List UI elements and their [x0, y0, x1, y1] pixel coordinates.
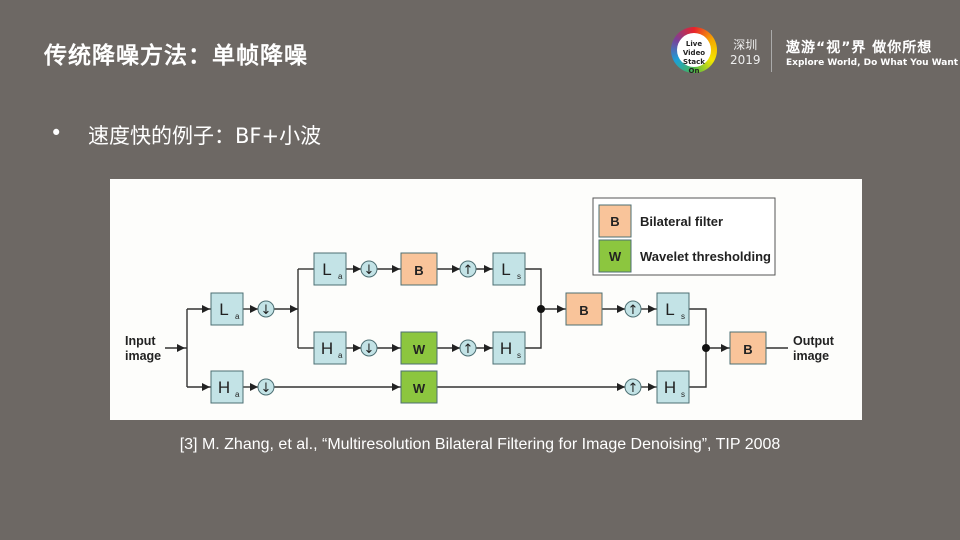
filter-box-w2	[400, 370, 438, 404]
upsample-icon	[459, 260, 477, 278]
slide-title: 传统降噪方法：单帧降噪	[44, 43, 308, 69]
arrow-head	[290, 305, 298, 313]
filter-subscript-ls2: s	[517, 272, 521, 281]
legend-symbol: B	[610, 214, 619, 229]
downsample-arrow-icon: ↓	[364, 263, 375, 278]
legend-swatch	[598, 239, 632, 273]
upsample-arrow-icon: ↑	[628, 303, 639, 318]
arrow-head	[452, 265, 460, 273]
filter-subscript-la2: a	[338, 272, 343, 281]
city: 深圳	[733, 38, 758, 52]
filter-label-b2: B	[579, 303, 588, 318]
filter-box-la1	[210, 292, 244, 326]
arrow-head	[648, 383, 656, 391]
downsample-icon	[257, 300, 275, 318]
arrow-head	[250, 383, 258, 391]
filter-subscript-ha2: a	[338, 351, 343, 360]
arrow-head	[202, 305, 210, 313]
downsample-icon	[257, 378, 275, 396]
filter-box-ls1	[656, 292, 690, 326]
upsample-icon	[624, 300, 642, 318]
upsample-arrow-icon: ↑	[463, 263, 474, 278]
upsample-icon	[459, 339, 477, 357]
filter-label-ha1: H	[218, 378, 230, 397]
filter-label-la2: L	[322, 260, 331, 279]
legend-label: Wavelet thresholding	[640, 249, 771, 264]
upsample-arrow-icon: ↑	[628, 381, 639, 396]
filter-box-b3	[729, 331, 767, 365]
filter-label-b1: B	[414, 263, 423, 278]
filter-label-ha2: H	[321, 339, 333, 358]
arrow-head	[617, 383, 625, 391]
arrow-head	[648, 305, 656, 313]
slogan-en: Explore World, Do What You Want	[786, 58, 959, 68]
upsample-arrow-icon: ↑	[463, 342, 474, 357]
filter-label-ls1: L	[665, 300, 674, 319]
filter-label-w1: W	[413, 342, 426, 357]
downsample-arrow-icon: ↓	[364, 342, 375, 357]
filter-label-hs1: H	[664, 378, 676, 397]
filter-box-hs1	[656, 370, 690, 404]
junction-dot	[537, 305, 545, 313]
arrow-head	[484, 265, 492, 273]
output-image-label: image	[793, 349, 829, 363]
filter-subscript-hs2: s	[517, 351, 521, 360]
filter-label-b3: B	[743, 342, 752, 357]
slogan-cn: 遨游“视”界 做你所想	[786, 40, 933, 56]
filter-box-ha1	[210, 370, 244, 404]
filter-box-hs2	[492, 331, 526, 365]
filter-box-b1	[400, 252, 438, 286]
downsample-arrow-icon: ↓	[261, 381, 272, 396]
logo-text: Stack On	[683, 58, 705, 75]
upsample-icon	[624, 378, 642, 396]
slogan: 遨游“视”界 做你所想 Explore World, Do What You Wa…	[786, 37, 958, 68]
reference-citation: [3] M. Zhang, et al., “Multiresolution B…	[179, 436, 781, 453]
arrow-head	[617, 305, 625, 313]
legend-swatch	[598, 204, 632, 238]
bullet-marker: •	[50, 121, 63, 145]
arrow-head	[392, 383, 400, 391]
year: 2019	[730, 53, 761, 67]
arrow-head	[353, 344, 361, 352]
filter-subscript-hs1: s	[681, 390, 685, 399]
output-image-label: Output	[793, 334, 835, 348]
junction-dot	[702, 344, 710, 352]
arrow-head	[202, 383, 210, 391]
downsample-icon	[360, 339, 378, 357]
filter-label-ls2: L	[501, 260, 510, 279]
arrow-head	[353, 265, 361, 273]
bullet-text: 速度快的例子：BF+小波	[88, 124, 322, 148]
input-image-label: Input	[125, 334, 156, 348]
arrow-head	[557, 305, 565, 313]
filter-box-w1	[400, 331, 438, 365]
arrow-head	[177, 344, 185, 352]
header-divider	[771, 30, 772, 72]
filter-label-w2: W	[413, 381, 426, 396]
legend-symbol: W	[609, 249, 622, 264]
arrow-head	[392, 344, 400, 352]
filter-subscript-la1: a	[235, 312, 240, 321]
arrow-head	[392, 265, 400, 273]
downsample-arrow-icon: ↓	[261, 303, 272, 318]
filter-box-ha2	[313, 331, 347, 365]
input-image-label: image	[125, 349, 161, 363]
downsample-icon	[360, 260, 378, 278]
arrow-head	[484, 344, 492, 352]
filter-box-b2	[565, 292, 603, 326]
arrow-head	[721, 344, 729, 352]
arrow-head	[452, 344, 460, 352]
filter-label-la1: L	[219, 300, 228, 319]
filter-label-hs2: H	[500, 339, 512, 358]
filter-subscript-ha1: a	[235, 390, 240, 399]
filter-box-ls2	[492, 252, 526, 286]
filter-subscript-ls1: s	[681, 312, 685, 321]
logo-text: Live Video	[682, 40, 706, 57]
filter-box-la2	[313, 252, 347, 286]
arrow-head	[250, 305, 258, 313]
legend-label: Bilateral filter	[640, 214, 723, 229]
